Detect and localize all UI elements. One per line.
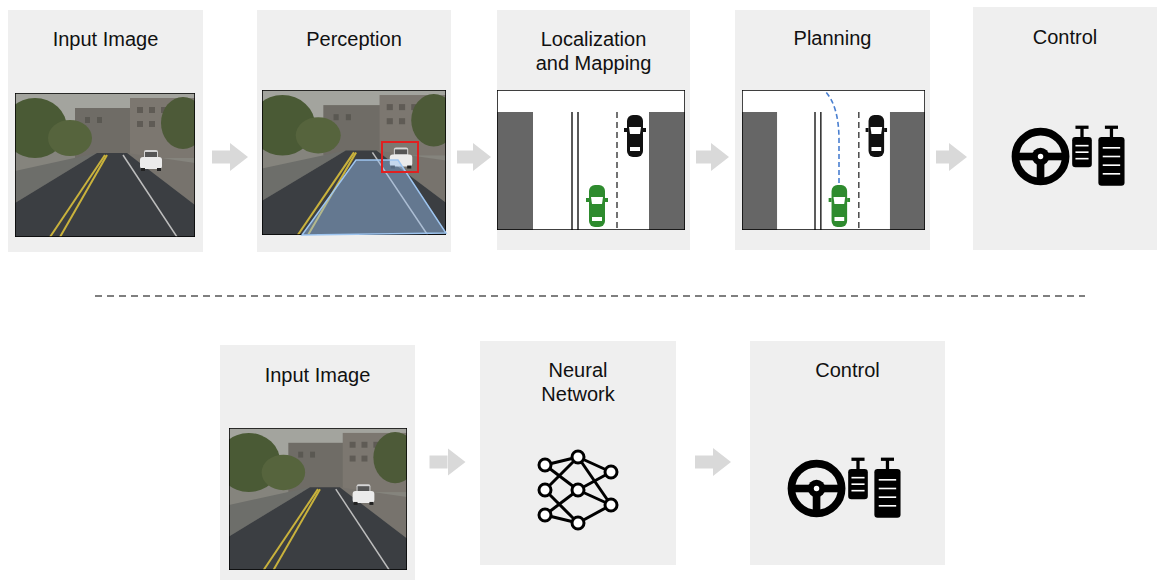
road-photo	[3, 93, 205, 237]
flow-arrow	[430, 456, 448, 469]
stage-heading: Control	[980, 25, 1150, 49]
stage-heading: Input Image	[228, 363, 408, 387]
stage-panel: Control	[750, 341, 945, 565]
separator-line	[95, 295, 1085, 297]
flow-arrow	[457, 151, 473, 164]
stage-heading: Localization and Mapping	[524, 27, 664, 75]
stage-heading: Perception	[264, 27, 444, 51]
flow-arrow	[696, 151, 711, 164]
flow-arrow	[212, 151, 230, 164]
stage-panel: Control	[973, 7, 1157, 250]
controls-icon	[791, 459, 900, 518]
lane-map	[497, 90, 685, 230]
road-photo	[250, 90, 456, 235]
detection-box	[382, 142, 418, 172]
stage-heading: Planning	[743, 26, 923, 50]
stage-heading: Neural Network	[518, 358, 638, 406]
stage-heading: Input Image	[16, 27, 196, 51]
lane-map	[742, 90, 925, 230]
flow-arrow	[936, 151, 949, 164]
planned-path	[825, 91, 839, 183]
drivable-area	[302, 160, 446, 235]
road-photo	[217, 428, 417, 570]
flow-arrow	[695, 456, 713, 469]
stage-heading: Control	[758, 358, 938, 382]
controls-icon	[1015, 127, 1124, 186]
network-icon	[539, 451, 617, 529]
